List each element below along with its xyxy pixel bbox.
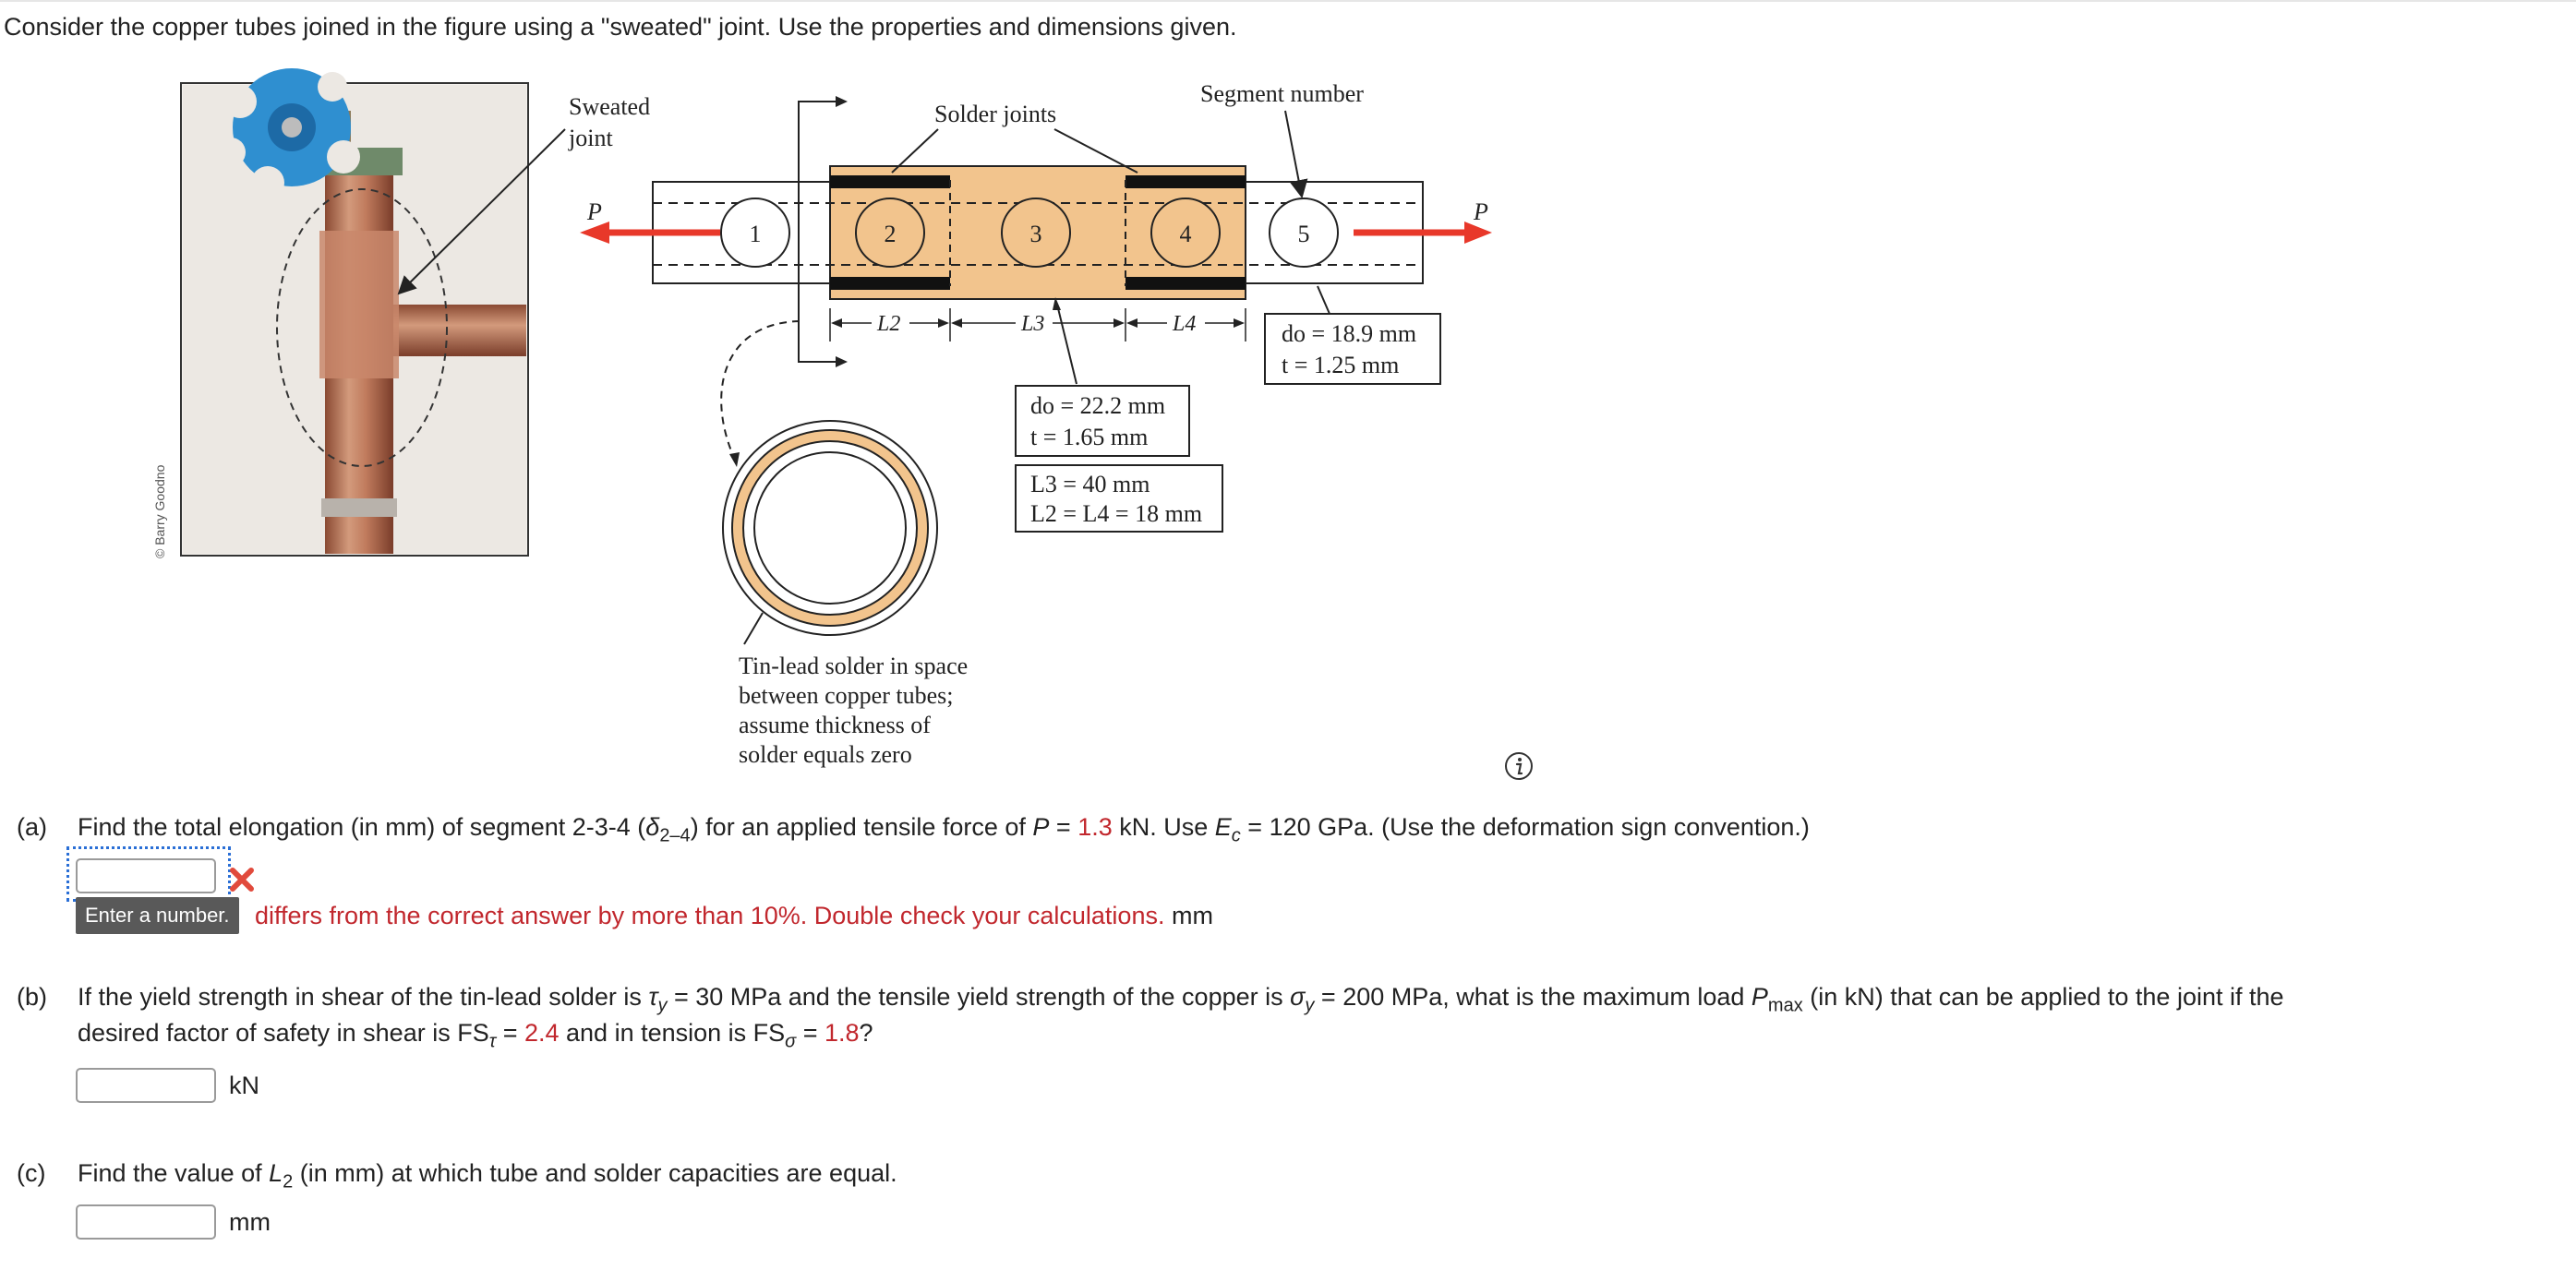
length-symbol: L — [269, 1159, 283, 1187]
segment-number-label: Segment number — [1200, 80, 1364, 107]
part-b-question-line-2: desired factor of safety in shear is FSτ… — [78, 1014, 873, 1060]
dim-l4: L4 — [1172, 312, 1196, 336]
part-b-question-line-1: (b) If the yield strength in shear of the… — [17, 978, 2284, 1024]
tau-symbol: τ — [648, 983, 658, 1011]
tube-cross-section — [722, 420, 938, 636]
sweated-label-2: joint — [568, 125, 613, 151]
answer-c-unit: mm — [229, 1208, 271, 1236]
top-divider — [0, 0, 2576, 2]
part-a-text-2: ) for an applied tensile force of — [690, 813, 1033, 841]
part-a-question: (a) Find the total elongation (in mm) of … — [17, 809, 1810, 854]
solder-band — [830, 175, 950, 188]
part-a-text-4: = 120 GPa. (Use the deformation sign con… — [1240, 813, 1810, 841]
valve-handle-icon — [216, 68, 360, 199]
part-a-text-3: kN. Use — [1112, 813, 1215, 841]
fs-tau-subscript: τ — [488, 1031, 497, 1052]
segment-3: 3 — [1030, 221, 1042, 247]
incorrect-x-icon — [230, 868, 254, 892]
part-b-text-4: (in kN) that can be applied to the joint… — [1802, 983, 2284, 1011]
force-arrow-right-icon — [1354, 222, 1492, 244]
photo-credit: © Barry Goodno — [152, 464, 167, 558]
force-symbol: P — [1032, 813, 1050, 841]
sigma-symbol: σ — [1290, 983, 1306, 1011]
part-b-text-3: = 200 MPa, what is the maximum load — [1314, 983, 1751, 1011]
answer-b-unit: kN — [229, 1072, 259, 1099]
segment-2: 2 — [885, 221, 897, 247]
dim-l3: L3 — [1020, 312, 1044, 336]
solder-note-4: solder equals zero — [739, 741, 912, 768]
length-dimensions — [829, 308, 1246, 341]
delta-symbol: δ — [645, 813, 660, 841]
fs-sigma-value: 1.8 — [825, 1019, 860, 1047]
segment-4: 4 — [1180, 221, 1192, 247]
pipe-photo — [180, 68, 529, 557]
part-b-label: (b) — [17, 983, 47, 1011]
problem-figure: © Barry Goodno Sweated — [152, 68, 1492, 768]
solder-band — [1125, 277, 1246, 290]
inner-tube-do: do = 18.9 mm — [1282, 320, 1416, 347]
inner-tube-dims-box — [1264, 313, 1441, 385]
answer-a-input[interactable] — [76, 858, 216, 893]
solder-note-1: Tin-lead solder in space — [739, 653, 968, 679]
force-label-right: P — [1473, 198, 1488, 225]
part-c-text-1: Find the value of — [78, 1159, 270, 1187]
force-label-left: P — [586, 198, 602, 225]
solder-note-3: assume thickness of — [739, 712, 931, 738]
answer-a-unit: mm — [1171, 902, 1213, 929]
solder-note-2: between copper tubes; — [739, 682, 953, 709]
equals-sign: = — [796, 1019, 825, 1047]
problem-intro: Consider the copper tubes joined in the … — [4, 13, 1237, 41]
outer-tube-t: t = 1.65 mm — [1030, 424, 1148, 450]
solder-band — [830, 277, 950, 290]
answer-c-input[interactable] — [76, 1204, 216, 1240]
answer-a-feedback: differs from the correct answer by more … — [255, 897, 1213, 934]
answer-b-input[interactable] — [76, 1068, 216, 1103]
part-b-text-2: = 30 MPa and the tensile yield strength … — [667, 983, 1291, 1011]
outer-tube-dims-box — [1015, 385, 1190, 457]
delta-subscript: 2–4 — [659, 825, 691, 846]
pmax-subscript: max — [1767, 995, 1803, 1016]
part-c-label: (c) — [17, 1159, 46, 1187]
part-c-question: (c) Find the value of L2 (in mm) at which… — [17, 1155, 897, 1200]
part-b-text-5: desired factor of safety in shear is FS — [78, 1019, 489, 1047]
segment-1: 1 — [750, 221, 762, 247]
tau-subscript: y — [657, 995, 668, 1016]
solder-joints-label: Solder joints — [934, 101, 1056, 127]
length-subscript: 2 — [283, 1171, 294, 1192]
length-l2-l4: L2 = L4 = 18 mm — [1030, 500, 1202, 527]
enter-number-tooltip: Enter a number. — [76, 897, 239, 934]
part-c-text-2: (in mm) at which tube and solder capacit… — [293, 1159, 897, 1187]
part-b-text-6: and in tension is FS — [559, 1019, 786, 1047]
force-value: 1.3 — [1077, 813, 1113, 841]
sweated-label-1: Sweated — [569, 93, 650, 120]
part-a-text-1: Find the total elongation (in mm) of seg… — [78, 813, 646, 841]
outer-tube-do: do = 22.2 mm — [1030, 392, 1165, 419]
force-arrow-left-icon — [580, 222, 720, 244]
equals-sign: = — [1049, 813, 1078, 841]
info-icon[interactable] — [1503, 750, 1535, 782]
equals-sign: = — [496, 1019, 524, 1047]
fs-sigma-subscript: σ — [785, 1031, 797, 1052]
lengths-box — [1015, 464, 1223, 533]
modulus-subscript: c — [1231, 825, 1241, 846]
pmax-symbol: P — [1751, 983, 1768, 1011]
fs-tau-value: 2.4 — [524, 1019, 560, 1047]
segment-markers — [720, 198, 1339, 268]
modulus-symbol: E — [1214, 813, 1232, 841]
part-a-label: (a) — [17, 813, 47, 841]
error-message: differs from the correct answer by more … — [255, 902, 1165, 929]
inner-tube-t: t = 1.25 mm — [1282, 352, 1399, 378]
segment-5: 5 — [1298, 221, 1310, 247]
solder-band — [1125, 175, 1246, 188]
length-l3: L3 = 40 mm — [1030, 471, 1150, 497]
dim-l2: L2 — [876, 312, 900, 336]
sigma-subscript: y — [1305, 995, 1315, 1016]
question-mark: ? — [859, 1019, 873, 1047]
part-b-text-1: If the yield strength in shear of the ti… — [78, 983, 649, 1011]
